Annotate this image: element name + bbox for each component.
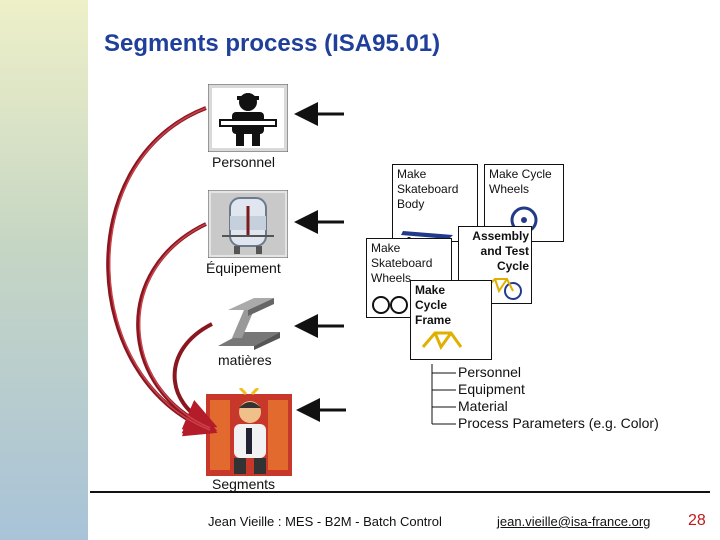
personnel-icon: [207, 83, 289, 153]
equipment-tank-icon: [207, 189, 289, 259]
footer-email-link[interactable]: jean.vieille@isa-france.org: [497, 514, 651, 529]
attribute-personnel: Personnel: [458, 364, 522, 380]
footer-author: Jean Vieille : MES - B2M - Batch Control: [208, 514, 442, 529]
attribute-equipment: Equipment: [458, 381, 525, 397]
attribute-material: Material: [458, 398, 508, 414]
segment-card-make-cycle-frame: Make Cycle Frame: [410, 280, 492, 360]
segment-card-make-skateboard-wheels: Make Skateboard Wheels: [366, 238, 452, 318]
decorative-side-bar: [0, 0, 88, 540]
segment-card-label: Make Cycle Frame: [415, 283, 452, 327]
equipement-label: Équipement: [206, 260, 281, 276]
slide-title: Segments process (ISA95.01): [104, 30, 441, 57]
personnel-label: Personnel: [212, 154, 276, 170]
segment-attribute-list: Personnel Equipment Material Process Par…: [458, 364, 659, 432]
matieres-label: matières: [218, 352, 272, 368]
segments-worker-icon: [206, 386, 292, 476]
attribute-process-parameters: Process Parameters (e.g. Color): [458, 415, 659, 431]
segments-label: Segments: [212, 476, 276, 492]
material-beam-icon: [214, 296, 284, 350]
segment-card-label: Make Skateboard Body: [397, 167, 459, 211]
segment-card-make-skateboard-body: Make Skateboard Body: [392, 164, 478, 242]
skate-wheels-icon: [372, 296, 408, 314]
segment-card-label: Assembly and Test Cycle: [472, 229, 529, 273]
footer-divider: [90, 491, 710, 493]
segment-card-assembly-and-test-cycle: Assembly and Test Cycle: [458, 226, 532, 304]
page-number: 28: [688, 512, 706, 529]
segment-card-label: Make Skateboard Wheels: [371, 241, 433, 285]
segment-card-label: Make Cycle Wheels: [489, 167, 552, 196]
cycle-frame-icon: [421, 331, 463, 351]
